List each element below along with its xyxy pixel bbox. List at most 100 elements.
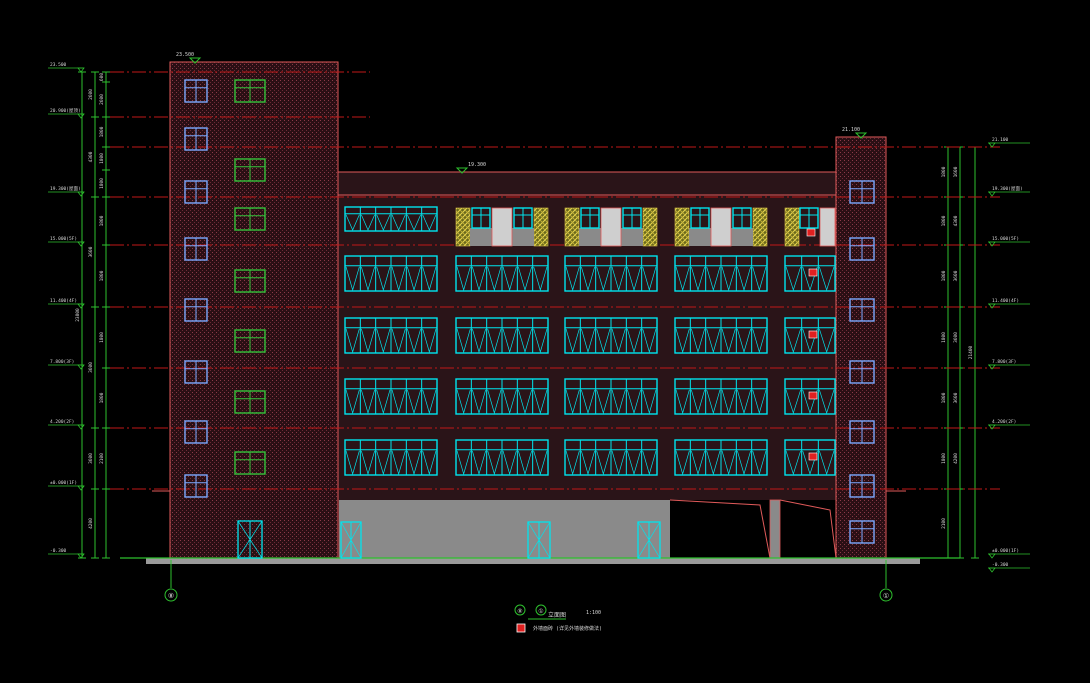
elevation-mark bbox=[77, 113, 85, 119]
ribbon-window bbox=[344, 378, 438, 415]
svg-text:①: ① bbox=[883, 592, 889, 600]
elevation-label-left: 15.000(5F) bbox=[50, 236, 77, 242]
window-opening-mark bbox=[422, 214, 437, 231]
window-opening-mark bbox=[596, 328, 611, 354]
ground-door bbox=[340, 521, 362, 559]
window-opening-mark bbox=[360, 389, 376, 415]
window-opening-mark bbox=[642, 389, 657, 415]
right-dim-total: 21400 bbox=[968, 146, 979, 559]
ground-column bbox=[769, 499, 781, 559]
dim-text: 600 bbox=[99, 73, 105, 81]
ribbon-window bbox=[564, 378, 658, 415]
window-opening-mark bbox=[818, 389, 835, 415]
ground-slab bbox=[146, 558, 920, 564]
screen-panel bbox=[674, 207, 690, 247]
window-opening-mark bbox=[391, 328, 406, 354]
ribbon-window bbox=[564, 317, 658, 354]
elevation-mark bbox=[77, 191, 85, 197]
top-floor-window bbox=[690, 207, 710, 229]
window-opening-mark bbox=[675, 328, 690, 354]
tower-window-blue bbox=[184, 360, 208, 384]
canopy-line-2 bbox=[779, 499, 837, 559]
top-floor-window bbox=[471, 207, 491, 229]
window-opening-mark bbox=[675, 266, 690, 292]
window-opening-mark bbox=[611, 450, 626, 476]
dimension-lines: 6002600180018001800180018001800180021002… bbox=[75, 71, 979, 559]
window-opening-mark bbox=[456, 389, 471, 415]
window-opening-mark bbox=[736, 328, 752, 354]
svg-text:19.300: 19.300 bbox=[468, 162, 486, 168]
screen-panel bbox=[784, 207, 800, 247]
elevation-label-left: 19.300(屋面) bbox=[50, 186, 81, 192]
elevation-label-right: 19.300(屋面) bbox=[992, 186, 1023, 192]
window-opening-mark bbox=[360, 266, 376, 292]
window-opening-mark bbox=[596, 266, 611, 292]
window-opening-mark bbox=[752, 389, 767, 415]
window-opening-mark bbox=[456, 328, 471, 354]
window-opening-mark bbox=[690, 328, 706, 354]
window-opening-mark bbox=[565, 266, 580, 292]
ribbon-window bbox=[674, 255, 768, 292]
ribbon-window bbox=[344, 439, 438, 476]
window-opening-mark bbox=[422, 450, 437, 476]
elevation-mark bbox=[77, 67, 85, 73]
window-opening-mark bbox=[626, 450, 642, 476]
ground-door bbox=[637, 521, 661, 559]
window-opening-mark bbox=[580, 450, 596, 476]
dim-text: 3600 bbox=[953, 392, 959, 403]
window-opening-mark bbox=[345, 266, 360, 292]
screen-panel bbox=[455, 207, 471, 247]
window-opening-mark bbox=[360, 328, 376, 354]
tower-window-blue bbox=[184, 474, 208, 498]
dim-text: 1800 bbox=[99, 270, 105, 281]
dim-text: 4200 bbox=[953, 453, 959, 464]
dim-text: 3600 bbox=[953, 332, 959, 343]
dim-text: 2600 bbox=[99, 94, 105, 105]
window-opening-mark bbox=[626, 266, 642, 292]
top-floor-door bbox=[819, 207, 836, 247]
dim-text: 1800 bbox=[99, 215, 105, 226]
ribbon-window bbox=[674, 439, 768, 476]
window-opening-mark bbox=[345, 328, 360, 354]
level-lines bbox=[110, 71, 1000, 490]
elevation-label-right: 4.200(2F) bbox=[992, 419, 1016, 425]
window-opening-mark bbox=[422, 389, 437, 415]
window-opening-mark bbox=[391, 266, 406, 292]
window-opening-mark bbox=[706, 389, 721, 415]
dim-text: 1800 bbox=[941, 166, 947, 177]
window-opening-mark bbox=[471, 450, 487, 476]
elevation-label-right: 7.800(3F) bbox=[992, 359, 1016, 365]
elevation-mark bbox=[988, 142, 996, 148]
window-opening-mark bbox=[533, 389, 548, 415]
elevation-mark bbox=[77, 553, 85, 559]
ribbon-window bbox=[455, 317, 549, 354]
window-opening-mark bbox=[376, 389, 391, 415]
ribbon-window-end bbox=[784, 378, 836, 415]
window-opening-mark bbox=[502, 389, 517, 415]
door-swing bbox=[249, 520, 263, 559]
dim-text: 2100 bbox=[941, 518, 947, 529]
dim-text: 1800 bbox=[99, 153, 105, 164]
window-opening-mark bbox=[736, 266, 752, 292]
windows-layer bbox=[184, 79, 875, 559]
legend: 外墙面砖 (详见外墙装修做法) bbox=[516, 623, 602, 633]
legend-text: 外墙面砖 (详见外墙装修做法) bbox=[533, 625, 602, 632]
svg-text:21.100: 21.100 bbox=[842, 127, 860, 133]
elevation-label-left: 7.800(3F) bbox=[50, 359, 74, 365]
elevation-mark bbox=[77, 424, 85, 430]
tower-window-green bbox=[234, 329, 266, 353]
window-opening-mark bbox=[721, 328, 736, 354]
window-opening-mark bbox=[785, 389, 802, 415]
ribbon-window bbox=[455, 378, 549, 415]
tower-window-blue bbox=[184, 298, 208, 322]
window-opening-mark bbox=[391, 450, 406, 476]
window-opening-mark bbox=[456, 450, 471, 476]
top-floor-window bbox=[580, 207, 600, 229]
window-opening-mark bbox=[752, 328, 767, 354]
window-opening-mark bbox=[376, 450, 391, 476]
tower-window-green bbox=[234, 207, 266, 231]
top-floor-door bbox=[710, 207, 732, 247]
